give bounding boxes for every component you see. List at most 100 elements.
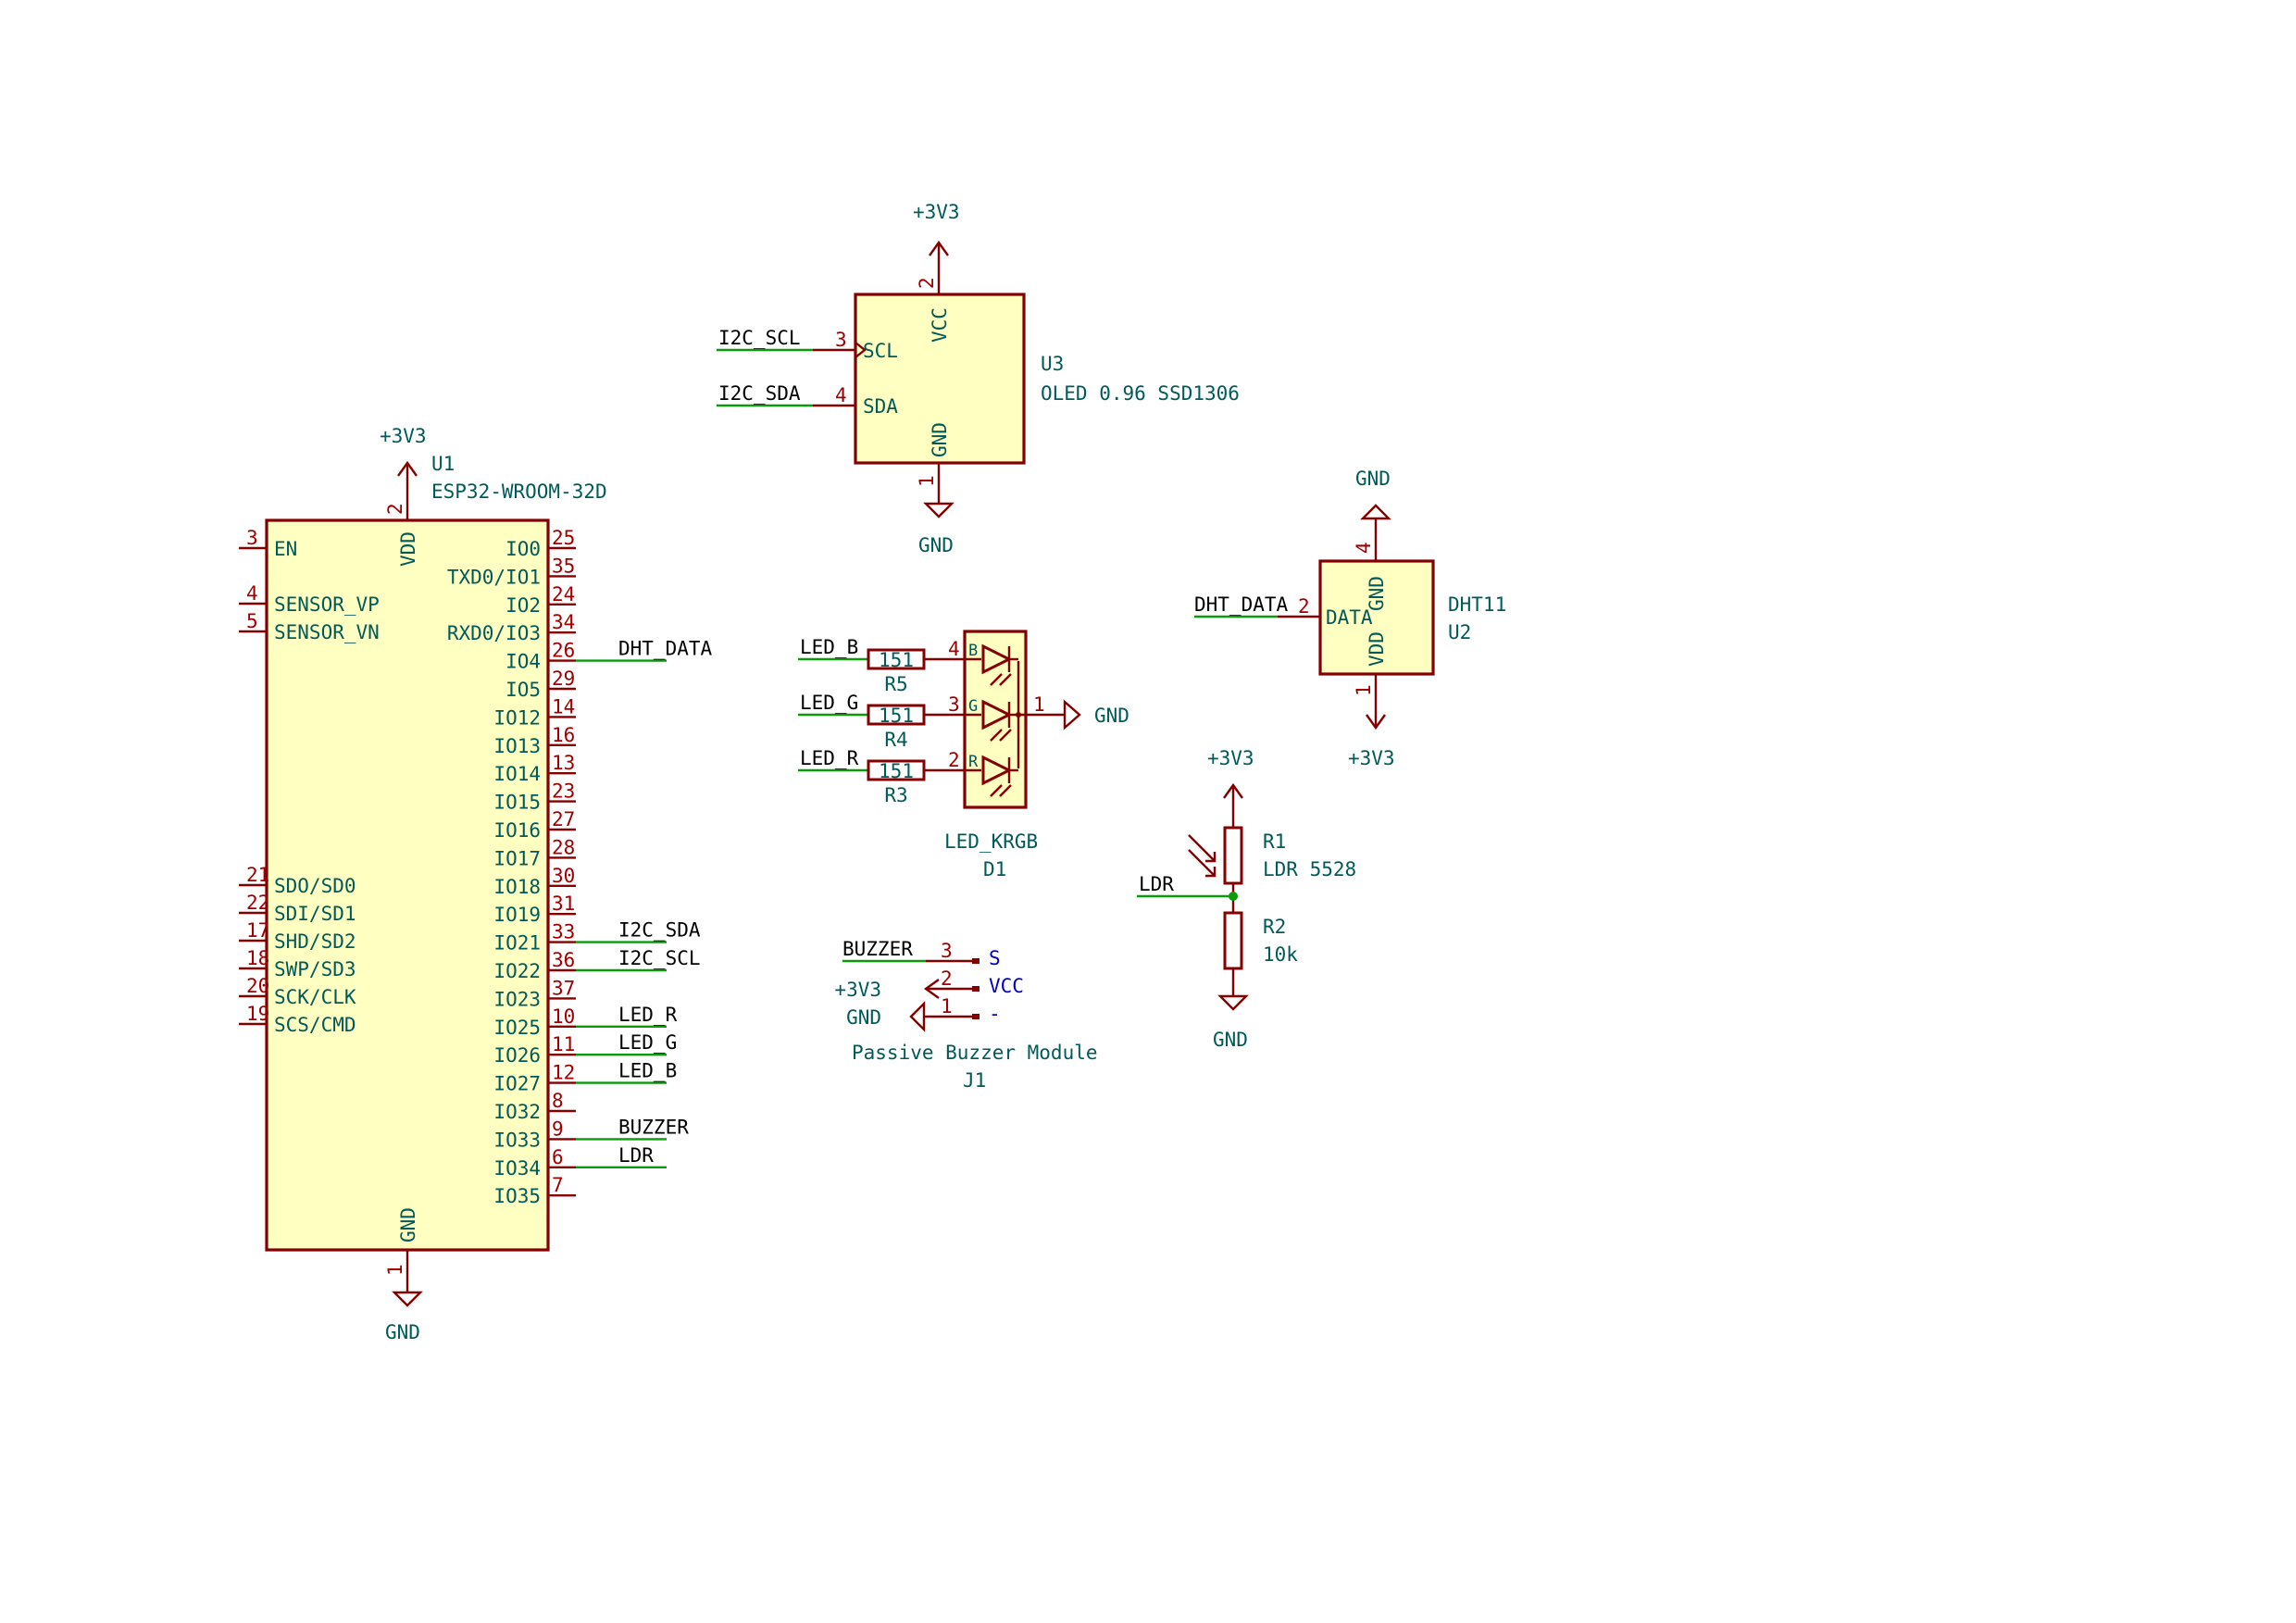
u1-right-pin-num: 35: [552, 555, 575, 577]
j1-pin-name: -: [989, 1003, 1001, 1025]
ground-icon: [923, 502, 955, 518]
u1-right-pin-num: 6: [552, 1146, 564, 1168]
u1-right-pin-name: IO14: [493, 763, 541, 785]
u1-right-pin-name: IO19: [493, 904, 541, 926]
u1-left-pin-num: 5: [246, 610, 258, 632]
resistor-ref: R5: [884, 673, 907, 695]
u1-right-pin-name: IO16: [493, 819, 541, 842]
u3-v33-label: +3V3: [913, 201, 960, 223]
u1-right-pin-num: 33: [552, 921, 575, 943]
u2-dht11[interactable]: GND 4 GND 2 DATA DHT_DATA +3V3 1 VDD DHT…: [1194, 468, 1506, 769]
ldr-divider[interactable]: +3V3 R1 LDR 5528 LDR GND R2 10k: [1137, 747, 1356, 1051]
r2-gnd-label: GND: [1213, 1029, 1248, 1051]
u1-left-pin-num: 22: [246, 892, 269, 914]
u1-left-pin-num: 18: [246, 947, 269, 969]
u1-left-pin-name: EN: [274, 538, 297, 560]
u1-right-pin-name: IO4: [505, 651, 541, 673]
u1-right-pin-num: 14: [552, 695, 575, 718]
j1-pin-end: [972, 1014, 980, 1019]
d1-ref: D1: [983, 858, 1006, 880]
u1-right-pin-name: IO12: [493, 706, 541, 729]
u1-right-pin-name: IO13: [493, 735, 541, 757]
u1-net-label: LDR: [618, 1144, 654, 1167]
j1-pin-num: 1: [941, 995, 953, 1017]
j1-pin-name: S: [989, 947, 1001, 969]
u1-gnd-label: GND: [385, 1321, 420, 1343]
emission-arrow-icon: [990, 784, 1003, 797]
u1-right-pin-num: 34: [552, 611, 575, 633]
u1-left-pin-name: SCS/CMD: [274, 1014, 356, 1036]
u1-right-pin-name: IO22: [493, 960, 541, 982]
u1-left-pin-num: 3: [246, 527, 258, 549]
u1-right-pin-name: IO15: [493, 792, 541, 814]
d1-net-label: LED_G: [800, 692, 858, 714]
u2-gnd-name: GND: [1366, 576, 1388, 611]
ground-icon: [1063, 699, 1081, 730]
u1-right-pin-name: TXD0/IO1: [447, 566, 541, 588]
u1-right-pin-name: IO0: [505, 538, 541, 560]
light-arrow-head-icon: [1205, 852, 1217, 863]
u1-left-pin-num: 20: [246, 975, 269, 997]
j1-pin-end: [972, 986, 980, 992]
u1-left-pin-name: SENSOR_VP: [274, 593, 380, 616]
u1-right-pin-name: IO34: [493, 1157, 541, 1180]
light-arrow-icon: [1188, 849, 1216, 877]
u1-left-pin-name: SWP/SD3: [274, 958, 356, 980]
u1-right-pin-num: 16: [552, 724, 575, 746]
u1-ref: U1: [431, 453, 455, 475]
u1-right-pin-name: IO35: [493, 1185, 541, 1207]
j1-net-label: BUZZER: [842, 938, 913, 960]
u1-right-pin-name: IO5: [505, 679, 541, 701]
r1-value: LDR 5528: [1263, 858, 1356, 880]
ground-icon: [1360, 504, 1391, 520]
u1-right-pin-name: IO18: [493, 876, 541, 898]
u3-value: OLED 0.96 SSD1306: [1041, 382, 1240, 405]
u1-gnd-power: GND: [385, 1291, 423, 1343]
ldr-net-label: LDR: [1139, 873, 1174, 895]
u3-body: [854, 293, 1026, 465]
light-arrow-head-icon: [1205, 867, 1217, 878]
u2-ref: U2: [1448, 621, 1471, 643]
u1-right-pin-num: 36: [552, 949, 575, 971]
emission-arrow-icon: [999, 673, 1012, 686]
j1-pin-end: [972, 958, 980, 964]
j1-pin-name: VCC: [989, 975, 1024, 997]
u1-right-pin-name: IO2: [505, 594, 541, 617]
u1-v33-label: +3V3: [380, 425, 427, 447]
r1-v33-label: +3V3: [1207, 747, 1254, 769]
clock-pin-icon: [855, 342, 867, 358]
power-arrow-icon: [1366, 714, 1386, 730]
u1-right-pin-name: IO23: [493, 988, 541, 1010]
u2-vdd-name: VDD: [1366, 631, 1388, 667]
ground-icon: [392, 1291, 423, 1307]
u1-right-pins: 25IO035TXD0/IO124IO234RXD0/IO326IO4DHT_D…: [447, 527, 713, 1207]
u1-right-pin-num: 8: [552, 1090, 564, 1112]
d1-pin-num: 4: [948, 638, 960, 660]
u3-scl-net: I2C_SCL: [718, 327, 801, 349]
u3-oled[interactable]: +3V3 2 VCC 3 SCL I2C_SCL 4 SDA I2C_SDA G…: [717, 201, 1240, 556]
d1-pin-letter: B: [968, 642, 978, 660]
u1-right-pin-name: IO17: [493, 847, 541, 869]
u3-scl-num: 3: [835, 329, 847, 351]
u3-scl-name: SCL: [863, 340, 898, 362]
d1-pin-num: 3: [948, 693, 960, 716]
u3-gnd-num: 1: [916, 475, 938, 487]
u2-data-name: DATA: [1326, 606, 1373, 629]
r2-ref: R2: [1263, 916, 1286, 938]
d1-pin-num: 2: [948, 749, 960, 771]
u3-sda-name: SDA: [863, 395, 898, 418]
resistor-value: 151: [879, 760, 914, 782]
u1-pin-vdd-name: VDD: [397, 531, 419, 567]
u1-right-pin-name: IO21: [493, 932, 541, 955]
u3-ref: U3: [1041, 353, 1064, 375]
power-arrow-icon: [923, 979, 940, 999]
u2-data-net: DHT_DATA: [1194, 593, 1289, 616]
d1-value: LED_KRGB: [944, 830, 1038, 853]
